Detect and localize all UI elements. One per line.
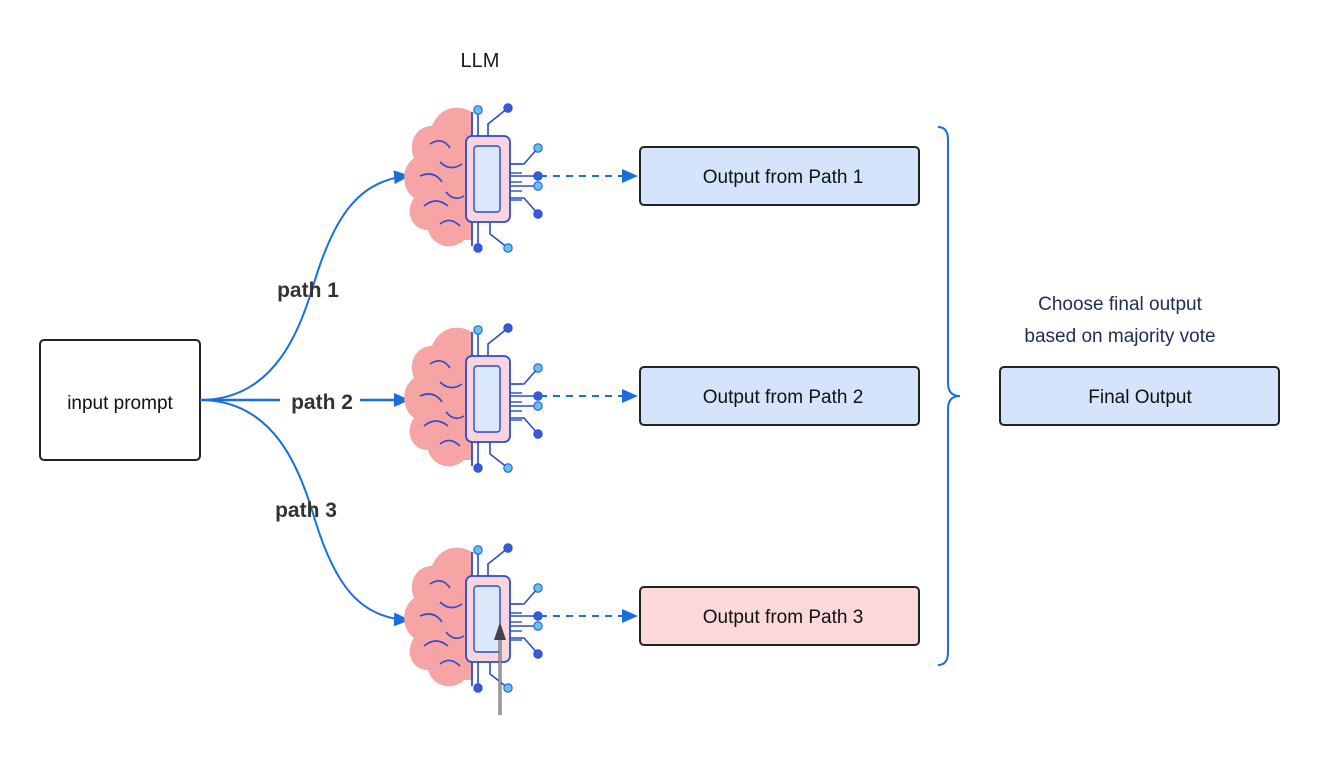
- output-3-label: Output from Path 3: [703, 607, 864, 628]
- vote-caption-line-1: Choose final output: [1038, 294, 1202, 315]
- path-3-label: path 3: [275, 499, 337, 522]
- path-1-arrow: [199, 170, 410, 401]
- grouping-brace: [937, 126, 961, 666]
- brain-chip-icon-1: [404, 103, 543, 253]
- final-output-label: Final Output: [1088, 387, 1192, 408]
- path-2-label: path 2: [291, 391, 353, 414]
- path-3-arrow: [199, 399, 410, 627]
- output-box-1: Output from Path 1: [639, 146, 920, 206]
- llm-label: LLM: [461, 50, 500, 72]
- output-box-2: Output from Path 2: [639, 366, 920, 426]
- cursor-pointer-icon: [494, 622, 506, 715]
- output-arrows: [540, 169, 638, 623]
- output-2-label: Output from Path 2: [703, 387, 864, 408]
- final-output-box: Final Output: [999, 366, 1280, 426]
- brain-chip-icon-2: [404, 323, 543, 473]
- input-prompt-node: input prompt: [39, 339, 201, 461]
- brain-chip-icon-3: [404, 543, 543, 693]
- path-1-label: path 1: [277, 279, 339, 302]
- vote-caption-line-2: based on majority vote: [1024, 326, 1215, 347]
- output-box-3: Output from Path 3: [639, 586, 920, 646]
- llm-brain-icons: [404, 103, 543, 693]
- output-1-label: Output from Path 1: [703, 167, 864, 188]
- input-prompt-label: input prompt: [67, 393, 173, 414]
